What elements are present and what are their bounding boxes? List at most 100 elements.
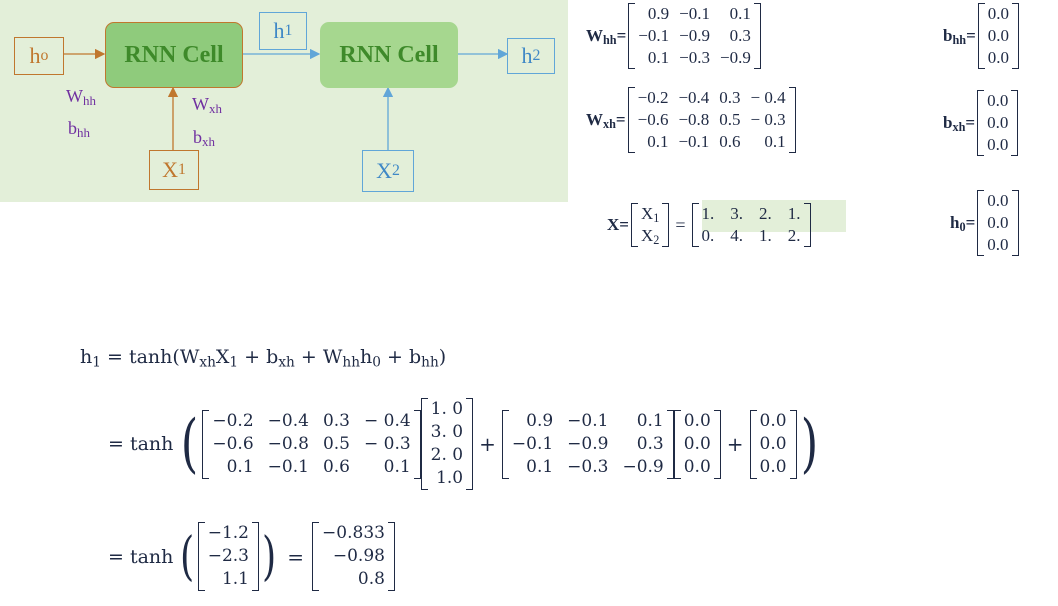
matrix-cell: 0.9 [526, 410, 554, 431]
matrix-cell: 2. [787, 226, 801, 245]
matrix-cell: −0.9 [719, 48, 751, 67]
matrix-cell: −0.1 [678, 132, 710, 151]
matrix-cell: 0.9 [647, 4, 670, 23]
matrix-cell: 2. 0 [430, 445, 464, 465]
matrix-cell: 3. [730, 204, 744, 223]
matrix-cell: X1 [640, 204, 660, 226]
matrix-cell: − 0.3 [750, 110, 786, 129]
diagram-arrows [63, 48, 509, 150]
matrix-cell: 0.0 [759, 410, 787, 431]
matrix-cell: −0.833 [322, 523, 385, 543]
matrix-cell: 0.3 [636, 433, 664, 454]
matrix-cell: −0.1 [638, 26, 670, 45]
matrix-cell: 0.0 [987, 4, 1010, 23]
matrix-cell: 0.5 [322, 433, 350, 454]
matrix-cell: −0.8 [678, 110, 710, 129]
matrix-cell: 0.1 [383, 456, 411, 477]
matrix-cell: 0.0 [759, 433, 787, 454]
matrix-cell: 0.6 [719, 132, 741, 151]
matrix-cell: −0.1 [567, 410, 609, 431]
matrix-cell: 0.1 [764, 132, 786, 151]
matrix-cell: 0.0 [987, 91, 1009, 110]
matrix-cell: 2. [759, 204, 772, 223]
matrix-cell: 0.5 [719, 110, 741, 129]
matrix-cell: 0.0 [759, 456, 787, 477]
x1-vector-eq: 1. 0 3. 0 2. 0 1.0 [420, 398, 474, 490]
matrix-cell: −0.3 [679, 48, 710, 67]
matrix-cell: −0.8 [267, 433, 309, 454]
matrix-cell: 3. 0 [430, 422, 464, 442]
whh-label: Whh [66, 86, 96, 109]
rnn-cell-2: RNN Cell [320, 22, 458, 88]
matrix-cell: 0.3 [729, 26, 751, 45]
matrix-cell: − 0.3 [363, 433, 411, 454]
rnn-diagram-panel [0, 0, 568, 202]
matrix-cell: −0.6 [637, 110, 669, 129]
matrix-cell: 0.3 [719, 88, 741, 107]
matrix-cell: 1.1 [221, 569, 249, 589]
matrix-cell: 1. 0 [430, 399, 464, 419]
matrix-cell: 0.3 [322, 410, 350, 431]
matrix-cell: 0.8 [357, 569, 385, 589]
h1-result-vector: −0.833 −0.98 0.8 [312, 522, 395, 591]
wxh-label: Wxh [192, 94, 222, 117]
matrix-cell: −0.1 [267, 456, 309, 477]
matrix-cell: − 0.4 [363, 410, 411, 431]
matrix-cell: 1.0 [436, 468, 464, 488]
matrix-cell: 0.0 [987, 135, 1009, 154]
matrix-cell: 0.0 [683, 456, 711, 477]
matrix-cell: 1. [759, 226, 772, 245]
matrix-cell: 0. [701, 226, 715, 245]
matrix-cell: 0.6 [322, 456, 350, 477]
matrix-cell: −0.9 [622, 456, 664, 477]
bxh-label: bxh [193, 127, 215, 150]
matrix-cell: 0.0 [987, 213, 1009, 232]
matrix-cell: −0.3 [567, 456, 609, 477]
matrix-cell: −0.6 [212, 433, 254, 454]
matrix-cell: −0.4 [678, 88, 710, 107]
matrix-cell: −0.1 [511, 433, 554, 454]
equation-line-1: h1 = tanh(WxhX1 + bxh + Whhh0 + bhh) [80, 346, 447, 371]
matrix-cell: 0.0 [683, 410, 711, 431]
matrix-cell: X2 [640, 226, 660, 248]
matrix-cell: 0.1 [647, 48, 670, 67]
matrix-cell: 0.1 [226, 456, 254, 477]
matrix-cell: 0.0 [987, 235, 1009, 254]
matrix-cell: 1. [701, 204, 715, 223]
matrix-cell: − 0.4 [750, 88, 786, 107]
matrix-cell: 0.0 [987, 26, 1010, 45]
matrix-cell: 0.0 [987, 191, 1009, 210]
matrix-cell: 0.0 [987, 113, 1009, 132]
matrix-cell: −1.2 [207, 523, 249, 543]
matrix-cell: −0.98 [332, 546, 385, 566]
matrix-cell: 1. [787, 204, 801, 223]
matrix-cell: −0.2 [212, 410, 254, 431]
matrix-cell: −0.9 [679, 26, 710, 45]
matrix-cell: 0.0 [683, 433, 711, 454]
bhh-label: bhh [68, 118, 90, 141]
matrix-cell: −2.3 [207, 546, 249, 566]
x-values-highlight [702, 200, 846, 232]
matrix-cell: 4. [730, 226, 744, 245]
matrix-cell: 0.1 [647, 132, 669, 151]
matrix-cell: 0.1 [636, 410, 664, 431]
rnn-cell-1: RNN Cell [105, 22, 243, 88]
inner-vector: −1.2 −2.3 1.1 [197, 522, 259, 591]
matrix-cell: −0.9 [567, 433, 609, 454]
matrix-cell: −0.2 [637, 88, 669, 107]
